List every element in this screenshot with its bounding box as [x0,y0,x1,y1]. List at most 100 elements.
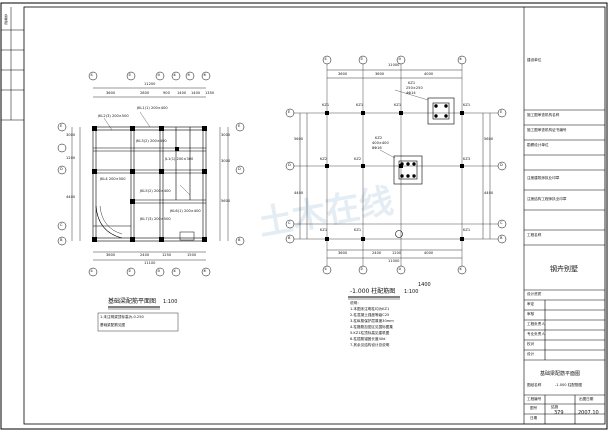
left-top-dim-6: 1350 [205,91,215,95]
column-label: KZ1 [322,103,330,107]
beam-label: JKL1(1) 200×400 [137,106,168,110]
beam-label: JKL4 200×500 [100,177,126,181]
left-axis-bubbles-top [88,71,211,277]
left-axis-4: ④ [173,73,177,77]
right-axis-3: ③ [398,57,402,61]
binding-strip [1,7,24,121]
column-label: KZ3 [463,157,471,161]
beam-label: JKL7(3) 200×500 [140,217,171,221]
inner-frame [23,6,606,425]
right-axis-c-r: C [500,221,503,225]
right-axis-c: C [288,221,291,225]
tb-row-owner: 建设单位 [527,58,542,62]
left-top-dim-5: 1400 [191,91,201,95]
detail-top-name: KZ1 [408,81,416,85]
right-top-dim-3: 4000 [424,72,434,76]
right-axis-2-bottom: ② [360,267,364,271]
right-bottom-dim-4: 4000 [424,251,434,255]
left-axis-c: C [60,223,63,227]
tb-row-project: 工程名称 [527,233,542,237]
left-axis-3: ③ [157,73,161,77]
left-side-dim-2: 1200 [66,156,76,160]
left-side-dim-1: 3000 [66,133,76,137]
left-top-dim-3: 900 [163,91,170,95]
tb-row-review: 施工图审查机构名称 [527,113,560,117]
left-bottom-dim-2: 2400 [140,253,150,257]
right-axis-2: ② [360,57,364,61]
left-plan-note-1: 1.未注明梁顶标高为-0.250 [100,315,144,319]
left-columns [92,126,207,242]
right-axis-b: B [288,236,291,240]
beam-label: JKL3(2) 200×400 [136,139,167,143]
left-plan-note-2: 基础梁配筋见图 [100,323,126,327]
left-axis-2: ② [128,73,132,77]
tb-row-engineer: 注册结构工程师执业印章 [527,197,567,201]
right-axis-1-bottom: ① [324,267,328,271]
binding-label: 会签栏 [4,14,9,25]
tb-bottom-label-3: 日期 [530,416,538,420]
column-label: KZ1 [394,103,402,107]
left-right-dim-2: 3000 [221,159,231,163]
left-axis-5: ⑤ [187,73,191,77]
left-top-dim-1: 3600 [106,91,116,95]
right-plan [285,55,507,275]
left-axis-d-right: D [238,167,241,171]
left-right-dim-3: 5600 [221,199,231,203]
left-axis-d: D [60,167,63,171]
note-line: 1.本图未注明柱均为KZ1 [350,307,390,311]
tb-bottom-label-2: 图号 [530,406,538,410]
right-axis-3-bottom: ③ [398,267,402,271]
drawing-title: 基础梁配筋平面图 [540,371,581,377]
left-top-dim-4: 1400 [177,91,187,95]
left-axis-b: B [60,238,63,242]
role-3: 工程负责人 [527,322,545,326]
tb-bottom-label-1: 工程编号 [527,397,542,401]
column-label: KZ2 [354,157,362,161]
left-axis-bubbles-side [57,122,245,246]
beam-label: JL1(1) 200×300 [165,157,194,161]
tb-row-design-unit: 勘察设计单位 [527,143,549,147]
left-axis-1: ① [90,73,94,77]
right-top-dim-1: 3600 [338,72,348,76]
column-detail-mid [393,155,423,185]
left-axis-b-right: B [238,238,241,242]
right-plan-scale: 1:100 [404,289,419,295]
note-line: 6.柱插筋锚固长度40d [350,337,386,341]
right-plan-title: -1.000 柱配筋图 [350,288,396,295]
left-axis-e-right: E [238,124,241,128]
right-axis-d-r: D [500,163,503,167]
note-line: 2.柱混凝土强度等级C25 [350,313,390,317]
left-axis-1-bottom: ① [90,269,94,273]
tb-sheet-series: 结施 [551,405,559,409]
right-top-dim-2: 3600 [375,72,385,76]
detail-mid-name: KZ2 [375,136,383,140]
detail-mid-bars: 8Φ16 [372,146,382,150]
left-top-total: 11200 [144,82,156,86]
left-plan [57,71,245,277]
role-4: 专业负责人 [527,332,545,336]
entry-step [179,231,195,241]
left-note-box [97,312,179,332]
note-line: 7.其余见结构设计总说明 [350,343,390,347]
round-column [395,230,403,238]
notes-title: 说明： [350,301,361,305]
beam-label: JKL2(3) 200×500 [98,114,129,118]
left-axis-2-bottom: ② [128,269,132,273]
right-bottom-total: 11000 [388,259,400,263]
column-label: KZ1 [463,228,471,232]
column-label: KZ1 [354,228,362,232]
left-plan-title: 基础梁配筋平面图 [108,298,157,305]
tb-row-architect: 注册建筑师执业印章 [527,176,560,180]
left-axis-4-bottom: ④ [173,269,177,273]
watermark-text: 土木在线 [256,181,397,244]
left-side-dim-3: 4400 [66,195,76,199]
note-line: 3.柱纵筋保护层厚度30mm [350,319,394,323]
tb-date-label: 出图日期 [579,397,594,401]
left-bottom-dim-3: 1250 [162,253,172,257]
left-right-dim-1: 3000 [221,133,231,137]
right-right-dim-1: 5600 [484,137,494,141]
note-line: 4.柱箍筋加密区见国标图集 [350,325,393,329]
role-2: 审核 [527,312,535,316]
drawing-subtitle: -1.000 柱配筋图 [555,383,583,387]
